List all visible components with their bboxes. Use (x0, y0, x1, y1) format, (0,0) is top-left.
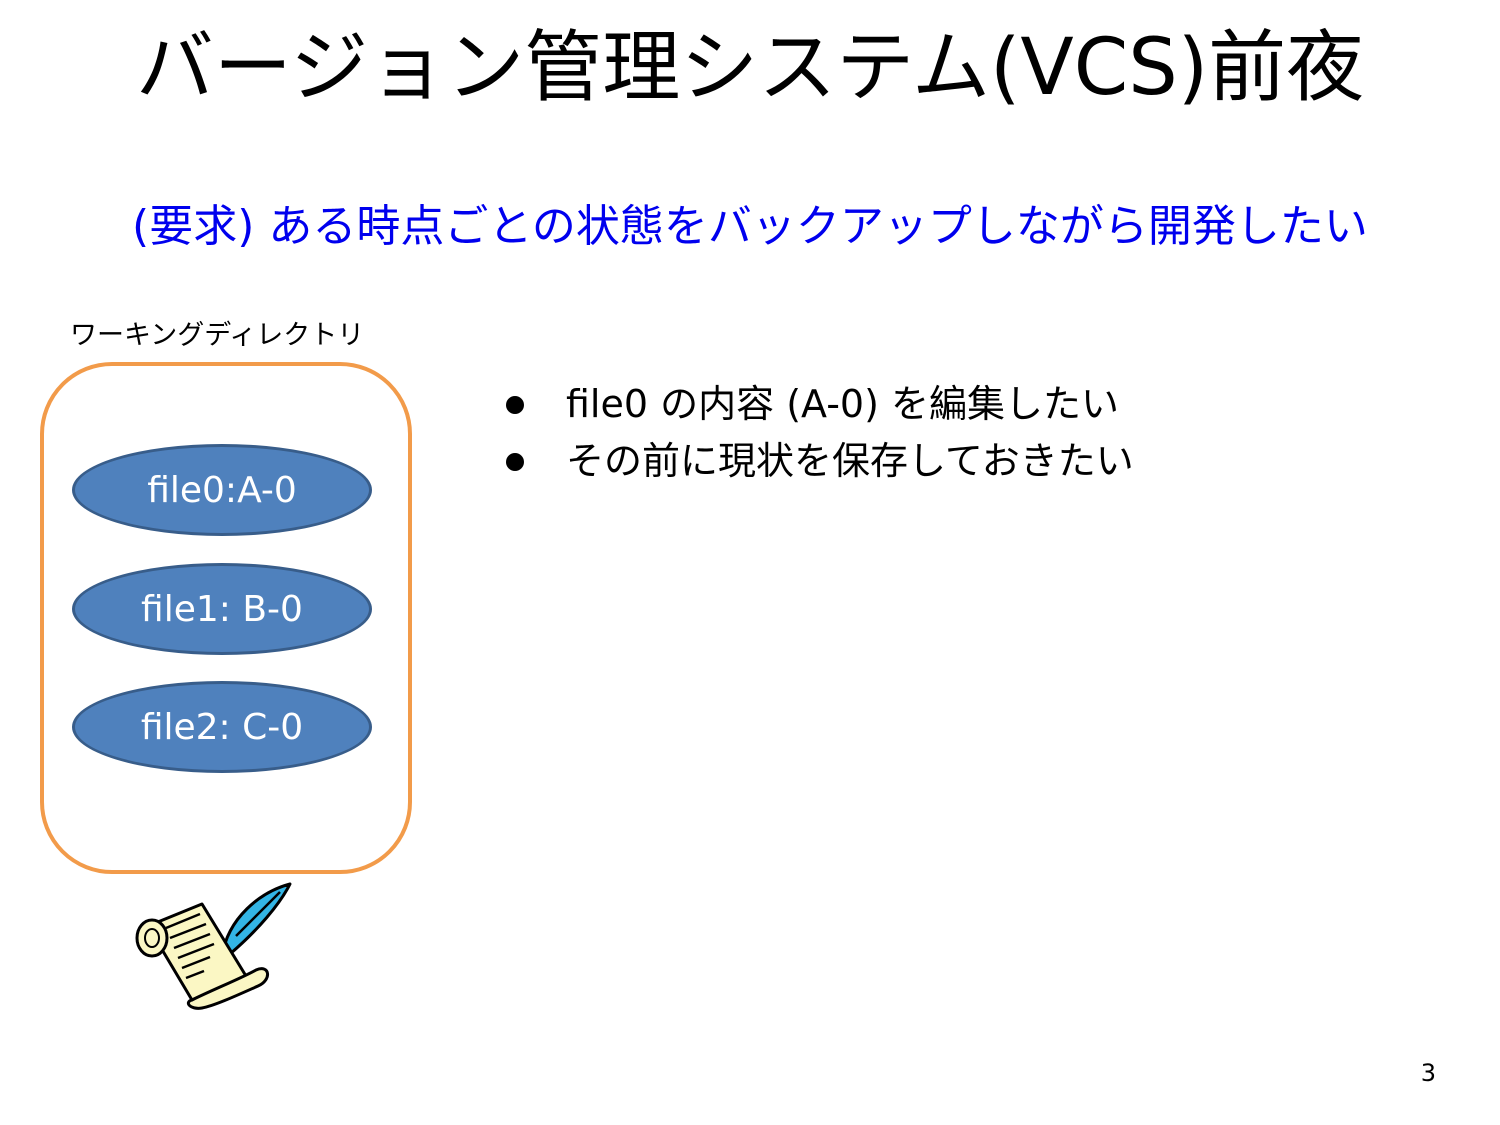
file-node-file2: file2: C-0 (72, 681, 372, 773)
slide-title: バージョン管理システム(VCS)前夜 (135, 23, 1365, 113)
working-directory-box (40, 362, 412, 874)
scroll-top-curl (135, 918, 169, 958)
scroll-quill-icon (135, 882, 292, 1010)
page-number: 3 (1420, 1059, 1436, 1087)
quill-barbs (235, 891, 281, 937)
bullet-dot (506, 396, 524, 414)
bullet-dot (506, 453, 524, 471)
bullet-list: file0 の内容 (A-0) を編集したい その前に現状を保存しておきたい (500, 376, 1134, 490)
file-node-file1: file1: B-0 (72, 563, 372, 655)
bullet-item: その前に現状を保存しておきたい (500, 433, 1134, 490)
scroll-bottom-curl (186, 967, 269, 1010)
file-node-file0: file0:A-0 (72, 444, 372, 536)
quill-feather (220, 882, 292, 958)
bullet-text: file0 の内容 (A-0) を編集したい (566, 382, 1119, 426)
bullet-text: その前に現状を保存しておきたい (566, 439, 1134, 483)
scroll-text-lines (165, 912, 215, 980)
file-node-label: file0:A-0 (147, 469, 297, 511)
file-node-label: file2: C-0 (140, 706, 304, 748)
bullet-item: file0 の内容 (A-0) を編集したい (500, 376, 1134, 433)
working-directory-label: ワーキングディレクトリ (70, 320, 365, 351)
file-node-label: file1: B-0 (141, 588, 303, 630)
slide-subtitle: (要求) ある時点ごとの状態をバックアップしながら開発したい (132, 201, 1368, 252)
